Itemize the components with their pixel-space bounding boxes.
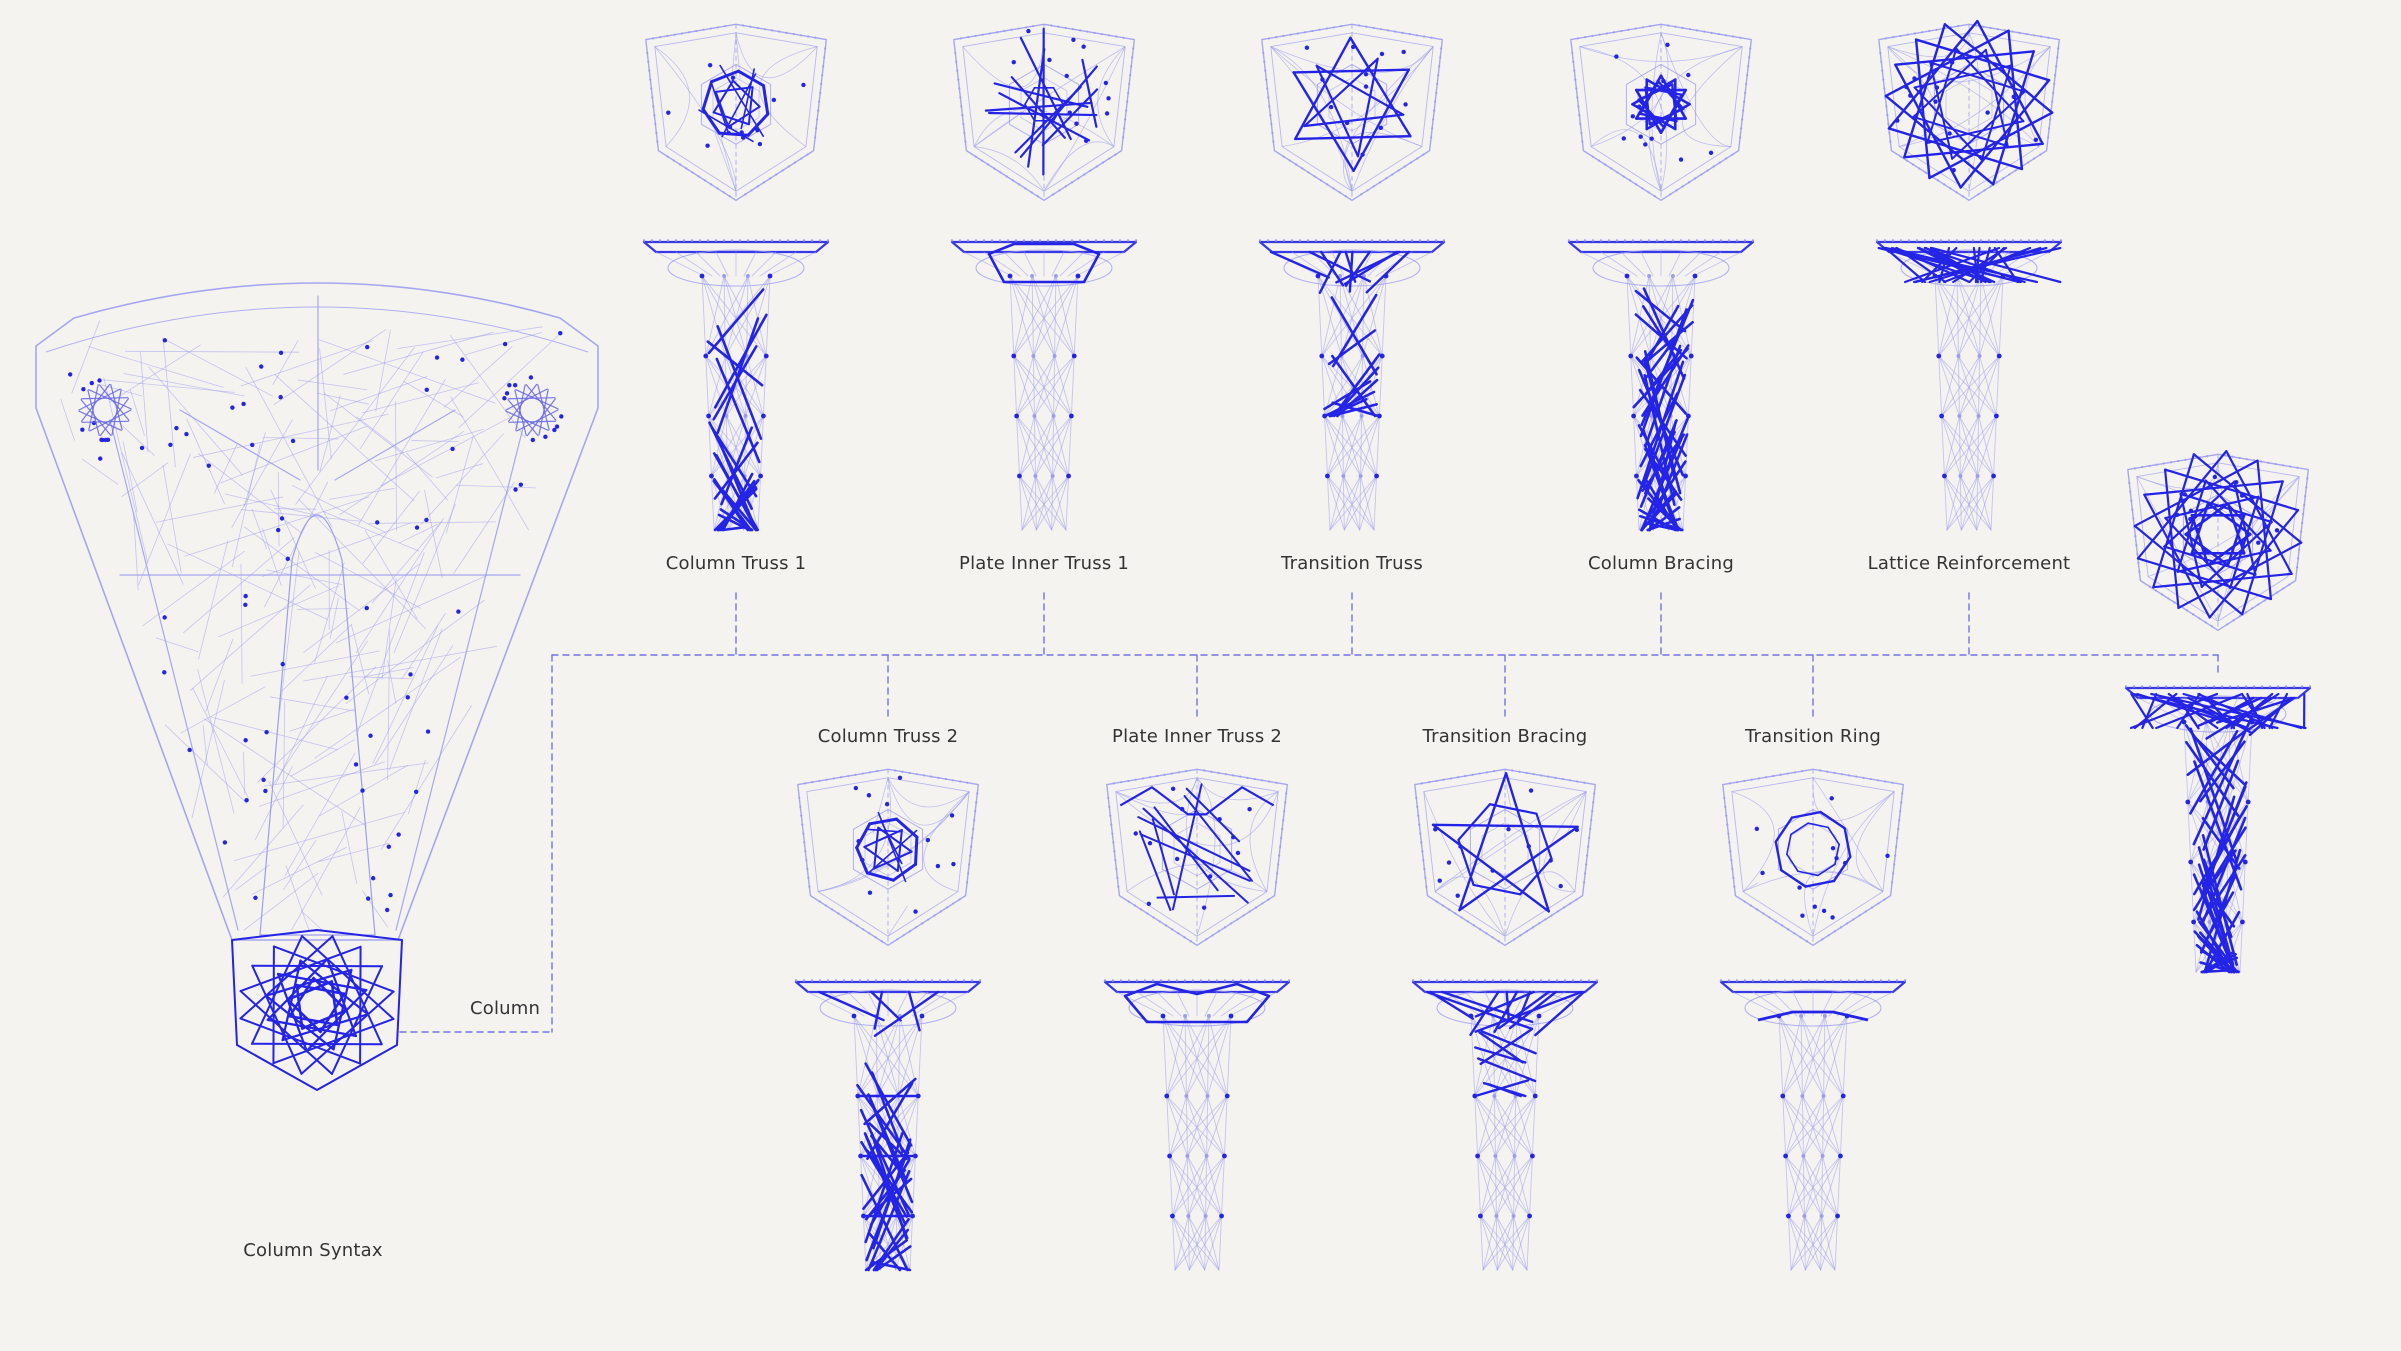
- label-column-truss-2: Column Truss 2: [817, 726, 959, 747]
- plan-view-transition-bracing: [1414, 768, 1597, 946]
- plan-view-lattice-reinforcement: [1878, 19, 2061, 202]
- elevation-view-plate-inner-truss-2: [1103, 979, 1291, 1271]
- plan-view-transition-truss: [1261, 23, 1444, 202]
- elevation-view-transition-ring: [1719, 979, 1907, 1271]
- label-transition-truss: Transition Truss: [1281, 553, 1423, 574]
- elevation-view-transition-truss: [1258, 239, 1446, 531]
- elevation-view-combined-column: [2124, 685, 2312, 974]
- label-lattice-reinforcement: Lattice Reinforcement: [1867, 553, 2071, 574]
- label-transition-bracing: Transition Bracing: [1422, 726, 1588, 747]
- label-transition-ring: Transition Ring: [1744, 726, 1882, 747]
- elevation-view-plate-inner-truss: [950, 239, 1138, 531]
- elevation-view-lattice-reinforcement: [1875, 239, 2063, 531]
- label-column-bracing: Column Bracing: [1588, 553, 1734, 574]
- label-plate-inner-truss-2: Plate Inner Truss 2: [1112, 726, 1282, 747]
- plan-view-plate-inner-truss-2: [1106, 768, 1289, 946]
- plan-view-column-bracing: [1570, 23, 1753, 202]
- label-column-truss-1: Column Truss 1: [665, 553, 807, 574]
- plan-view-combined-column: [2127, 450, 2310, 631]
- elevation-view-column-bracing: [1567, 239, 1755, 532]
- elevation-view-column-truss-2: [794, 979, 982, 1272]
- label-column: Column: [470, 998, 541, 1019]
- connector-lines: [399, 592, 2219, 1033]
- column-syntax-plan: [35, 282, 599, 1091]
- plan-view-column-truss: [645, 23, 827, 202]
- plan-view-transition-ring: [1722, 768, 1905, 946]
- elevation-view-column-truss: [642, 239, 830, 532]
- plan-view-column-truss-2: [797, 768, 979, 946]
- label-plate-inner-truss-1: Plate Inner Truss 1: [959, 553, 1129, 574]
- elevation-view-transition-bracing: [1411, 979, 1599, 1271]
- plan-view-plate-inner-truss: [953, 23, 1136, 202]
- label-column-syntax: Column Syntax: [243, 1240, 383, 1261]
